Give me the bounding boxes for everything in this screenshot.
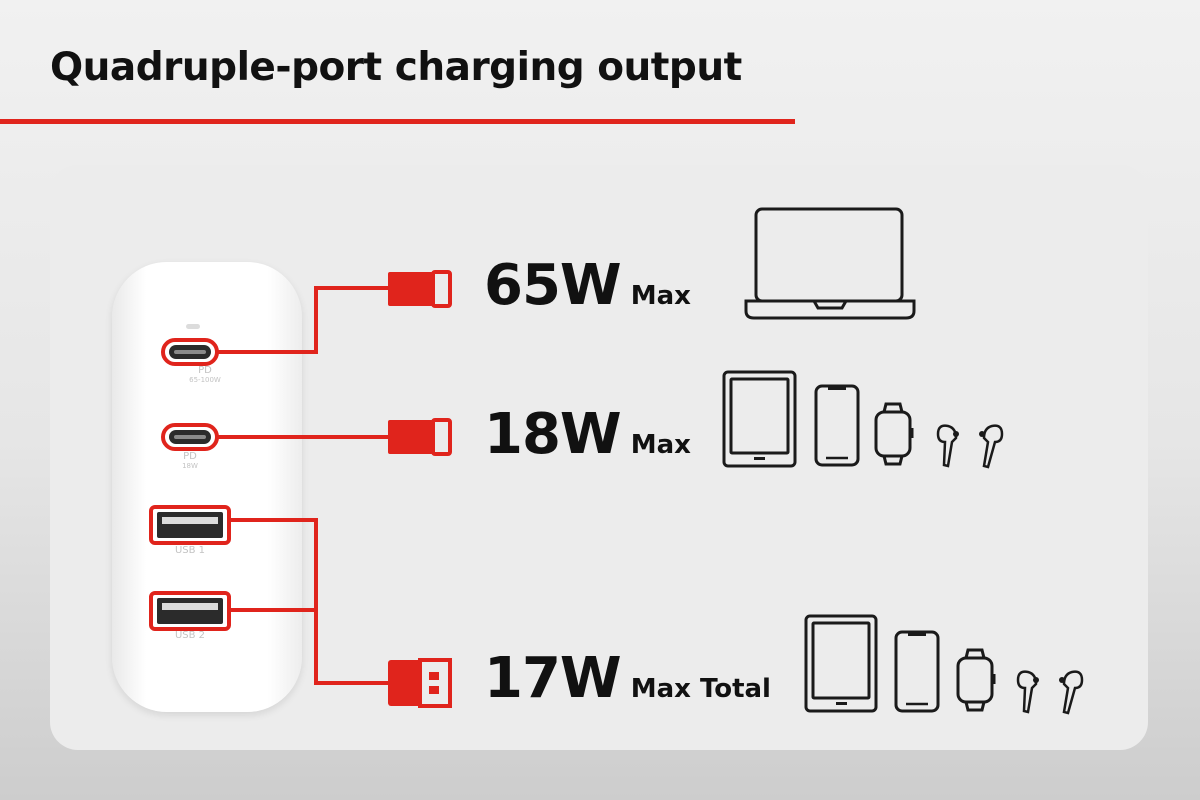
port-2-label: PD 18W	[182, 451, 198, 470]
tablet-icon	[804, 614, 878, 713]
smartwatch-icon	[956, 648, 996, 712]
wattage-value: 17W	[484, 646, 622, 711]
wattage-suffix: Max	[630, 281, 691, 311]
output-row-1-devices	[744, 207, 916, 320]
phone-icon	[894, 630, 940, 713]
tablet-icon	[722, 370, 797, 468]
usb-a-port-1	[149, 505, 231, 545]
output-row-2-devices	[722, 370, 1004, 469]
earbuds-icon	[936, 424, 1004, 469]
cables	[217, 286, 390, 685]
usb-c-connector-2	[388, 418, 452, 456]
phone-icon	[814, 384, 860, 467]
smartwatch-icon	[874, 402, 914, 466]
wattage-value: 18W	[484, 402, 622, 467]
page-title: Quadruple-port charging output	[50, 45, 742, 90]
charger-body	[112, 262, 302, 712]
led-indicator	[186, 324, 200, 329]
output-row-3-devices	[804, 614, 1084, 715]
title-underline	[0, 119, 795, 124]
wattage-value: 65W	[484, 253, 622, 318]
usb-a-connector	[388, 658, 452, 708]
usb-c-port-1	[161, 338, 219, 366]
usb-c-connector-1	[388, 270, 452, 308]
laptop-icon	[744, 207, 916, 320]
usb-c-port-2	[161, 423, 219, 451]
wattage-suffix: Max	[630, 430, 691, 460]
wattage-suffix: Max Total	[630, 674, 771, 704]
port-3-label: USB 1	[174, 545, 206, 556]
port-4-label: USB 2	[174, 630, 206, 641]
earbuds-icon	[1016, 670, 1084, 715]
usb-a-port-2	[149, 591, 231, 631]
port-1-label: PD 65-100W	[189, 365, 221, 384]
